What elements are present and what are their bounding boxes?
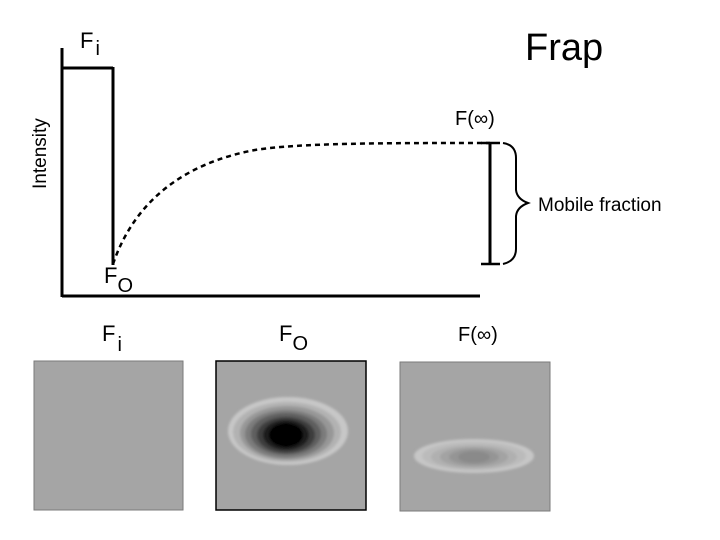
label-fo-curve: FO: [104, 263, 133, 297]
mobile-fraction-brace: [502, 142, 531, 265]
y-axis-label: Intensity: [30, 118, 51, 189]
label-f-infinity: F(∞): [455, 108, 495, 130]
panel-caption-fo: FO: [279, 321, 308, 355]
panel-postbleach: [215, 360, 367, 511]
label-fi-top: Fi: [80, 28, 102, 60]
diagram-title: Frap: [525, 27, 603, 69]
label-mobile-fraction: Mobile fraction: [538, 195, 662, 216]
panel-prebleach: [33, 360, 184, 511]
bleach-spot: [228, 397, 348, 465]
panel-prebleach-frame: [33, 360, 184, 511]
panel-caption-f-infinity: F(∞): [458, 324, 498, 346]
recovered-spot: [414, 439, 534, 473]
panel-recovered-frame: [399, 361, 551, 512]
panel-caption-fi: Fi: [102, 321, 124, 356]
panel-recovered: [399, 361, 551, 512]
recovery-curve: [111, 141, 491, 265]
